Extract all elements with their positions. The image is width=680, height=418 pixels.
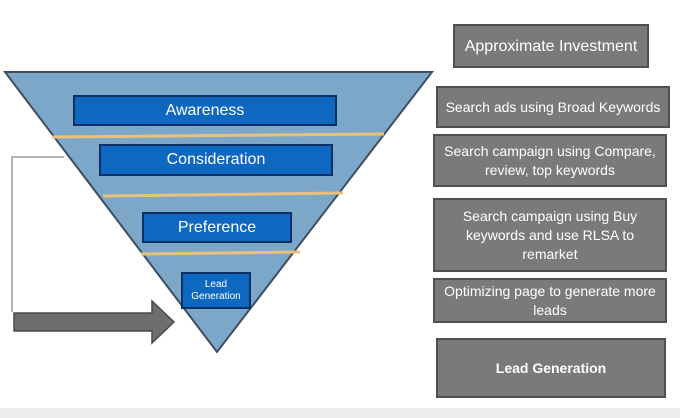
investment-item-text: Optimizing page to generate more leads	[444, 282, 656, 318]
investment-title: Approximate Investment	[464, 37, 638, 55]
stage-label: Preference	[177, 218, 257, 236]
funnel-divider	[102, 191, 344, 198]
stage-label: Awareness	[165, 101, 245, 119]
funnel-stage-lead-generation: Lead Generation	[181, 272, 251, 309]
stage-label: Lead Generation	[191, 278, 241, 302]
funnel-divider	[140, 250, 301, 256]
funnel-stage-awareness: Awareness	[73, 95, 337, 126]
investment-item-text: Lead Generation	[495, 359, 607, 376]
funnel-stage-preference: Preference	[142, 212, 292, 243]
investment-item-text: Search campaign using Compare, review, t…	[444, 142, 656, 178]
investment-item-text: Search campaign using Buy keywords and u…	[462, 207, 638, 262]
bottom-band	[0, 408, 680, 418]
investment-item-box: Search campaign using Compare, review, t…	[433, 134, 667, 187]
investment-title-box: Approximate Investment	[453, 24, 649, 68]
stage-label: Consideration	[166, 151, 266, 168]
investment-item-box: Search ads using Broad Keywords	[436, 86, 670, 128]
investment-item-box: Optimizing page to generate more leads	[433, 278, 667, 323]
investment-item-box: Lead Generation	[436, 338, 666, 398]
funnel-stage-consideration: Consideration	[99, 144, 333, 176]
investment-item-box: Search campaign using Buy keywords and u…	[433, 198, 667, 272]
feedback-arrow	[13, 299, 176, 345]
feedback-connector-line	[11, 156, 64, 312]
funnel-divider	[51, 132, 385, 139]
investment-item-text: Search ads using Broad Keywords	[445, 98, 661, 115]
